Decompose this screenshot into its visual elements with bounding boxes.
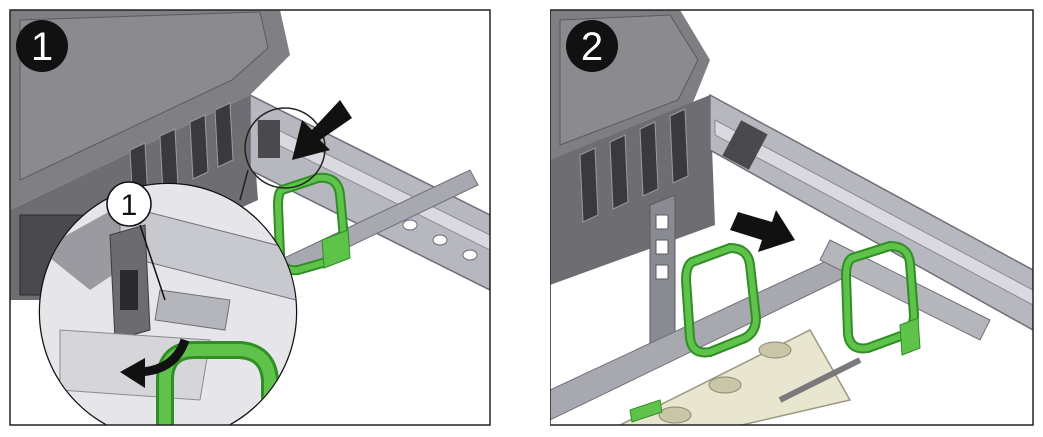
callout-leader xyxy=(139,224,166,301)
bracket-slots xyxy=(655,214,669,280)
panel-frame xyxy=(550,9,1034,426)
strap-connector xyxy=(321,229,351,269)
slide-arrow xyxy=(730,210,795,252)
step-badge: 2 xyxy=(566,20,618,72)
callout-number: 1 xyxy=(121,189,138,222)
step-1-panel: 1 1 xyxy=(0,0,492,437)
step-number: 1 xyxy=(31,25,53,69)
rail-holes xyxy=(402,219,478,261)
server-top-cover xyxy=(19,11,269,181)
push-arrow xyxy=(292,100,352,160)
cable-bundle xyxy=(619,329,862,425)
cable-strap-loose xyxy=(680,242,762,358)
cable-strap-mounted xyxy=(840,240,920,354)
step-2-illustration: 2 xyxy=(550,9,1034,426)
panel-frame xyxy=(9,9,491,426)
rear-pcie-slots xyxy=(579,108,689,223)
step-2-panel: 2 xyxy=(550,0,1042,437)
magnified-detail xyxy=(38,182,298,425)
rail-connector xyxy=(258,120,280,158)
loupe-leader xyxy=(239,169,249,201)
step-1-illustration: 1 1 xyxy=(9,9,491,426)
strap-tab xyxy=(629,399,663,423)
step-number: 2 xyxy=(581,25,603,69)
strap-connector xyxy=(899,317,921,356)
cma-arm-inner xyxy=(819,239,991,341)
step-badge: 1 xyxy=(16,20,68,72)
slide-rail-edge xyxy=(714,119,1033,306)
rail-connector xyxy=(722,120,768,170)
callout-badge: 1 xyxy=(106,181,152,227)
